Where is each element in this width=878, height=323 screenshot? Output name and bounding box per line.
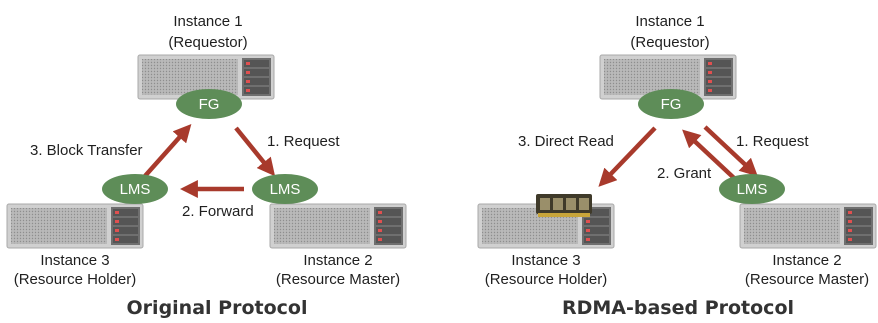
right-title: RDMA-based Protocol bbox=[562, 297, 794, 319]
left-instance1-role: (Requestor) bbox=[168, 34, 247, 51]
right-instance2-server-icon bbox=[739, 203, 877, 249]
left-fg-node bbox=[176, 89, 242, 119]
left-instance3-name: Instance 3 bbox=[40, 252, 109, 269]
right-diagram: Instance 1 (Requestor) Instance 3 (Resou… bbox=[477, 13, 877, 319]
memory-module-icon bbox=[536, 194, 592, 217]
right-instance2-role: (Resource Master) bbox=[745, 271, 869, 288]
left-instance2-role: (Resource Master) bbox=[276, 271, 400, 288]
right-instance2-name: Instance 2 bbox=[772, 252, 841, 269]
left-diagram: Instance 1 (Requestor) Instance 3 (Resou… bbox=[6, 13, 407, 319]
left-instance3-server-icon bbox=[6, 203, 144, 249]
right-lms-master-node bbox=[719, 174, 785, 204]
left-request-arrow bbox=[234, 126, 276, 177]
right-instance1-role: (Requestor) bbox=[630, 34, 709, 51]
right-grant-label: 2. Grant bbox=[657, 165, 712, 182]
left-title: Original Protocol bbox=[127, 297, 308, 319]
right-direct-read-label: 3. Direct Read bbox=[518, 133, 614, 150]
left-fg-label: FG bbox=[199, 96, 220, 113]
right-fg-node bbox=[638, 89, 704, 119]
left-lms-master-node bbox=[252, 174, 318, 204]
right-grant-arrow bbox=[682, 129, 736, 180]
right-instance1-name: Instance 1 bbox=[635, 13, 704, 30]
left-block-transfer-label: 3. Block Transfer bbox=[30, 142, 143, 159]
left-instance2-server-icon bbox=[269, 203, 407, 249]
left-instance1-name: Instance 1 bbox=[173, 13, 242, 30]
right-instance3-role: (Resource Holder) bbox=[485, 271, 608, 288]
left-request-label: 1. Request bbox=[267, 133, 340, 150]
right-instance3-name: Instance 3 bbox=[511, 252, 580, 269]
left-lms-holder-label: LMS bbox=[120, 181, 151, 198]
right-direct-read-arrow bbox=[598, 126, 657, 187]
right-request-label: 1. Request bbox=[736, 133, 809, 150]
right-lms-master-label: LMS bbox=[737, 181, 768, 198]
left-instance3-role: (Resource Holder) bbox=[14, 271, 137, 288]
left-block-transfer-arrow bbox=[143, 123, 192, 178]
left-lms-holder-node bbox=[102, 174, 168, 204]
left-forward-label: 2. Forward bbox=[182, 203, 254, 220]
left-instance2-name: Instance 2 bbox=[303, 252, 372, 269]
right-request-arrow bbox=[703, 125, 758, 177]
left-lms-master-label: LMS bbox=[270, 181, 301, 198]
right-fg-label: FG bbox=[661, 96, 682, 113]
